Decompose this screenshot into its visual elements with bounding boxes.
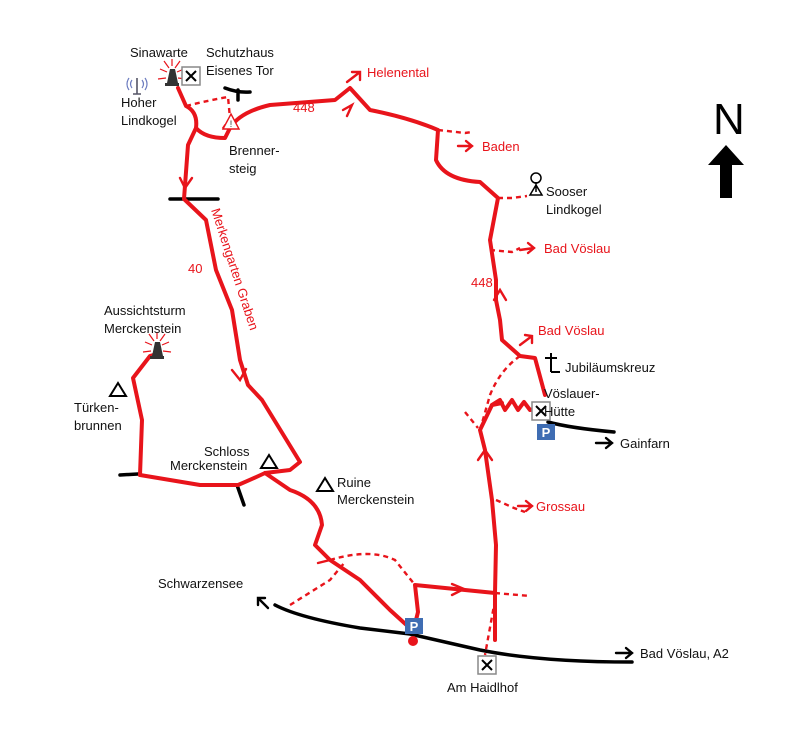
label-schloss-2: Merckenstein (170, 458, 247, 473)
svg-text:P: P (410, 619, 419, 634)
arrow-helenental-icon (345, 70, 362, 84)
arrow-bad-voeslau-1-icon (518, 241, 536, 255)
route-arrow-south (316, 546, 333, 565)
route-arrow-448 (341, 102, 355, 118)
arrow-grossau-icon (516, 499, 534, 513)
svg-text:P: P (542, 425, 551, 440)
label-baden: Baden (482, 139, 520, 154)
label-sooser-2: Lindkogel (546, 202, 602, 217)
route-arrow-graben (230, 367, 248, 383)
label-schloss-1: Schloss (204, 444, 250, 459)
dash-schwarzensee (289, 561, 346, 607)
antenna-icon (126, 77, 148, 95)
label-bad-voeslau-2: Bad Vöslau (538, 323, 605, 338)
label-grossau: Grossau (536, 499, 585, 514)
label-tuerken-2: brunnen (74, 418, 122, 433)
route-arrow-bottom (450, 582, 467, 597)
north-label: N (713, 95, 745, 144)
dash-east (494, 591, 531, 598)
label-sooser-1: Sooser (546, 184, 588, 199)
arrow-bad-voeslau-2-icon (518, 333, 534, 347)
route-arrow-448-right (492, 287, 508, 302)
route-arrow-east (476, 447, 494, 462)
label-brenner-1: Brenner- (229, 143, 280, 158)
svg-text:!: ! (230, 119, 233, 129)
route-voeslauer-zigzag (490, 398, 542, 412)
summit-icon (108, 381, 128, 397)
road-tuerkenbrunnen (118, 472, 140, 477)
label-ruine-1: Ruine (337, 475, 371, 490)
arrow-baden-icon (456, 139, 474, 153)
label-schutzhaus-2: Eisenes Tor (206, 63, 274, 78)
trail-number-448-top: 448 (293, 100, 315, 115)
restaurant-icon (531, 401, 551, 421)
dash-baden (437, 128, 473, 135)
trail-number-448-right: 448 (471, 275, 493, 290)
label-schwarzensee: Schwarzensee (158, 576, 243, 591)
main-road (273, 603, 634, 664)
road-eisenes-tor (223, 86, 252, 102)
label-gainfarn: Gainfarn (620, 436, 670, 451)
road-stub-schloss (235, 483, 246, 507)
summit-icon (259, 453, 279, 469)
route-east-south (412, 401, 504, 642)
label-jubilaeum: Jubiläumskreuz (565, 360, 655, 375)
label-sinawarte: Sinawarte (130, 45, 188, 60)
dash-south-arc (329, 552, 416, 586)
label-brenner-2: steig (229, 161, 256, 176)
dash-brenner (185, 95, 232, 131)
tower-icon (142, 332, 172, 359)
label-bad-voeslau-1: Bad Vöslau (544, 241, 611, 256)
dash-grossau (495, 498, 526, 514)
parking-icon: P (537, 424, 555, 440)
label-ruine-2: Merckenstein (337, 492, 414, 507)
trail-number-40: 40 (188, 261, 202, 276)
label-tuerken-1: Türken- (74, 400, 119, 415)
dash-bad-voeslau-2 (478, 355, 521, 431)
north-arrow-icon (708, 145, 744, 198)
label-voeslauer-1: Vöslauer- (544, 386, 600, 401)
label-aussicht-2: Merckenstein (104, 321, 181, 336)
dash-haidlhof (483, 599, 497, 656)
route-tuerkenbrunnen (131, 351, 162, 477)
restaurant-icon (477, 655, 497, 675)
arrow-schwarzensee-icon (256, 596, 270, 610)
label-helenental: Helenental (367, 65, 429, 80)
road-to-gainfarn (546, 420, 616, 434)
label-am-haidlhof: Am Haidlhof (447, 680, 518, 695)
label-voeslauer-2: Hütte (544, 404, 575, 419)
arrow-gainfarn-icon (594, 436, 614, 450)
label-schutzhaus-1: Schutzhaus (206, 45, 274, 60)
start-point-icon (408, 636, 418, 646)
dash-bad-voeslau-1 (489, 246, 521, 254)
cross-icon (545, 353, 560, 373)
label-aussicht-1: Aussichtsturm (104, 303, 186, 318)
summit-icon (315, 476, 335, 492)
label-hoher-1: Hoher (121, 95, 157, 110)
dash-sooser (498, 194, 528, 200)
warning-icon: ! (221, 112, 241, 130)
arrow-bad-voeslau-a2-icon (614, 646, 634, 660)
restaurant-icon (181, 66, 201, 86)
dash-voeslauer (464, 411, 479, 429)
route-arrow-40 (178, 176, 194, 191)
summit-marker-icon (528, 172, 544, 196)
parking-icon: P (405, 618, 423, 634)
label-bad-voeslau-a2: Bad Vöslau, A2 (640, 646, 729, 661)
label-hoher-2: Lindkogel (121, 113, 177, 128)
